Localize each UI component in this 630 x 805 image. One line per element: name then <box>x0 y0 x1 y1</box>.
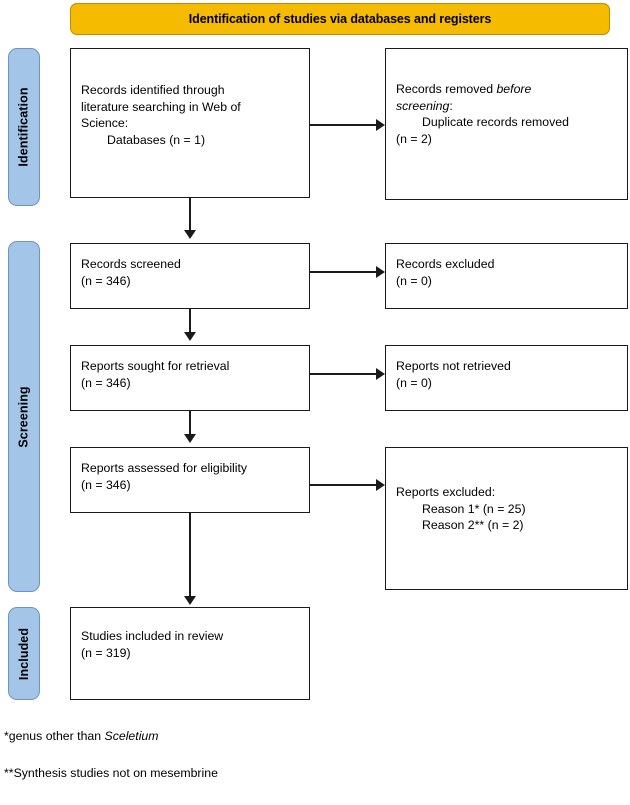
box-reports-assessed: Reports assessed for eligibility (n = 346… <box>70 447 310 513</box>
box-records-identified-text: Records identified through literature sea… <box>81 82 303 148</box>
connector-assessed-to-included-line <box>189 513 191 598</box>
records-identified-line3: Science: <box>81 116 129 130</box>
records-removed-line1-emphasis: before <box>496 82 532 96</box>
reports-excluded-line1: Reports excluded: <box>396 485 496 499</box>
footnote-two: **Synthesis studies not on mesembrine <box>4 765 218 781</box>
box-reports-not-retrieved-text: Reports not retrieved (n = 0) <box>396 358 621 391</box>
footnote-one: *genus other than Sceletium <box>4 728 159 744</box>
reports-excluded-line2: Reason 1* (n = 25) <box>422 501 526 516</box>
box-studies-included-text: Studies included in review (n = 319) <box>81 628 303 661</box>
diagram-title-banner: Identification of studies via databases … <box>70 3 610 35</box>
box-reports-excluded: Reports excluded: Reason 1* (n = 25) Reaso… <box>385 447 628 590</box>
box-reports-sought: Reports sought for retrieval (n = 346) <box>70 345 310 411</box>
stage-label-included-text: Included <box>17 627 32 680</box>
box-reports-sought-text: Reports sought for retrieval (n = 346) <box>81 358 303 391</box>
reports-not-retrieved-line2: (n = 0) <box>396 375 432 390</box>
reports-excluded-line3: Reason 2** (n = 2) <box>422 518 524 532</box>
connector-identified-to-screened-arrowhead <box>184 230 196 239</box>
stage-label-identification: Identification <box>8 48 40 206</box>
connector-identified-to-removed-line <box>310 124 376 126</box>
records-screened-line1: Records screened <box>81 257 181 271</box>
records-removed-line2b: : <box>449 98 453 113</box>
box-records-screened: Records screened (n = 346) <box>70 243 310 309</box>
records-removed-line3: Duplicate records removed <box>422 115 569 129</box>
box-records-removed-text: Records removed before screening: Duplicat… <box>396 81 621 147</box>
stage-label-screening: Screening <box>8 241 40 592</box>
box-reports-not-retrieved: Reports not retrieved (n = 0) <box>385 345 628 411</box>
connector-assessed-to-excluded-arrowhead <box>376 479 385 491</box>
studies-included-line1: Studies included in review <box>81 629 224 643</box>
stage-label-included: Included <box>8 607 40 700</box>
connector-sought-to-assessed-line <box>189 411 191 436</box>
stage-label-identification-text: Identification <box>17 87 31 167</box>
records-excluded-line1: Records excluded <box>396 257 495 271</box>
records-removed-line2-emphasis: screening <box>396 98 450 113</box>
stage-label-screening-text: Screening <box>17 385 31 448</box>
records-identified-line2: literature searching in Web of <box>81 99 241 114</box>
studies-included-line2: (n = 319) <box>81 645 131 660</box>
box-reports-excluded-text: Reports excluded: Reason 1* (n = 25) Reaso… <box>396 484 621 534</box>
connector-screened-to-sought-arrowhead <box>184 332 196 341</box>
connector-identified-to-removed-arrowhead <box>376 119 385 131</box>
connector-sought-to-not-retrieved-line <box>310 373 376 375</box>
connector-sought-to-not-retrieved-arrowhead <box>376 368 385 380</box>
records-excluded-line2: (n = 0) <box>396 273 432 288</box>
reports-assessed-line1: Reports assessed for eligibility <box>81 461 248 475</box>
connector-identified-to-screened-line <box>189 198 191 232</box>
connector-screened-to-sought-line <box>189 309 191 334</box>
connector-assessed-to-excluded-line <box>310 484 376 486</box>
diagram-title: Identification of studies via databases … <box>188 12 492 26</box>
box-reports-assessed-text: Reports assessed for eligibility (n = 346… <box>81 460 303 493</box>
records-identified-line4: Databases (n = 1) <box>107 132 206 147</box>
box-studies-included: Studies included in review (n = 319) <box>70 607 310 700</box>
box-records-identified: Records identified through literature sea… <box>70 48 310 198</box>
box-records-excluded: Records excluded (n = 0) <box>385 243 628 309</box>
reports-assessed-line2: (n = 346) <box>81 477 131 492</box>
footnote-two-text: **Synthesis studies not on mesembrine <box>4 766 218 780</box>
reports-not-retrieved-line1: Reports not retrieved <box>396 359 511 373</box>
connector-screened-to-excluded-line <box>310 271 376 273</box>
footnote-one-prefix: *genus other than <box>4 729 105 743</box>
records-identified-line1: Records identified through <box>81 83 225 97</box>
box-records-screened-text: Records screened (n = 346) <box>81 256 303 289</box>
records-screened-line2: (n = 346) <box>81 273 131 288</box>
records-removed-line4: (n = 2) <box>396 131 432 146</box>
connector-assessed-to-included-arrowhead <box>184 596 196 605</box>
box-records-excluded-text: Records excluded (n = 0) <box>396 256 621 289</box>
box-records-removed: Records removed before screening: Duplicat… <box>385 48 628 200</box>
records-removed-line1a: Records removed <box>396 82 497 96</box>
connector-screened-to-excluded-arrowhead <box>376 266 385 278</box>
reports-sought-line1: Reports sought for retrieval <box>81 359 230 373</box>
reports-sought-line2: (n = 346) <box>81 375 131 390</box>
connector-sought-to-assessed-arrowhead <box>184 434 196 443</box>
footnote-one-emphasis: Sceletium <box>104 729 159 743</box>
